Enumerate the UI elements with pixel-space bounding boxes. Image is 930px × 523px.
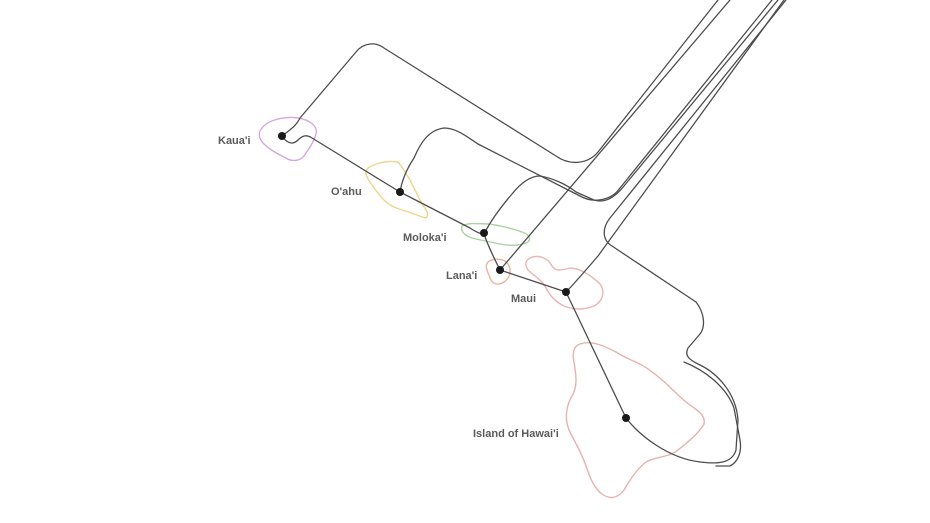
maui-node [562, 288, 570, 296]
cable-routes [281, 0, 787, 467]
cable-route [483, 0, 779, 235]
cable-route [281, 0, 719, 163]
landing-nodes [278, 132, 630, 422]
hawaii-outline [565, 342, 705, 499]
kauai-node [278, 132, 286, 140]
cable-route [399, 0, 773, 201]
lanai-node [496, 266, 504, 274]
lanai-outline [485, 258, 511, 285]
molokai-label: Moloka'i [403, 232, 447, 244]
island-labels: Kaua'i O'ahu Moloka'i Lana'i Maui Island… [218, 135, 559, 440]
molokai-outline [460, 222, 531, 247]
cable-route [683, 361, 742, 467]
maui-outline [525, 255, 604, 310]
oahu-node [396, 188, 404, 196]
cable-route [483, 0, 787, 464]
molokai-node [480, 229, 488, 237]
hawaii-node [622, 414, 630, 422]
cable-route [281, 135, 485, 235]
oahu-outline [365, 160, 429, 219]
cable-route [499, 0, 731, 271]
oahu-label: O'ahu [331, 186, 362, 198]
kauai-label: Kaua'i [218, 135, 251, 147]
island-outlines [258, 116, 705, 499]
maui-label: Maui [511, 293, 536, 305]
lanai-label: Lana'i [446, 270, 477, 282]
hawaii-label: Island of Hawai'i [473, 428, 559, 440]
kauai-outline [258, 116, 317, 162]
